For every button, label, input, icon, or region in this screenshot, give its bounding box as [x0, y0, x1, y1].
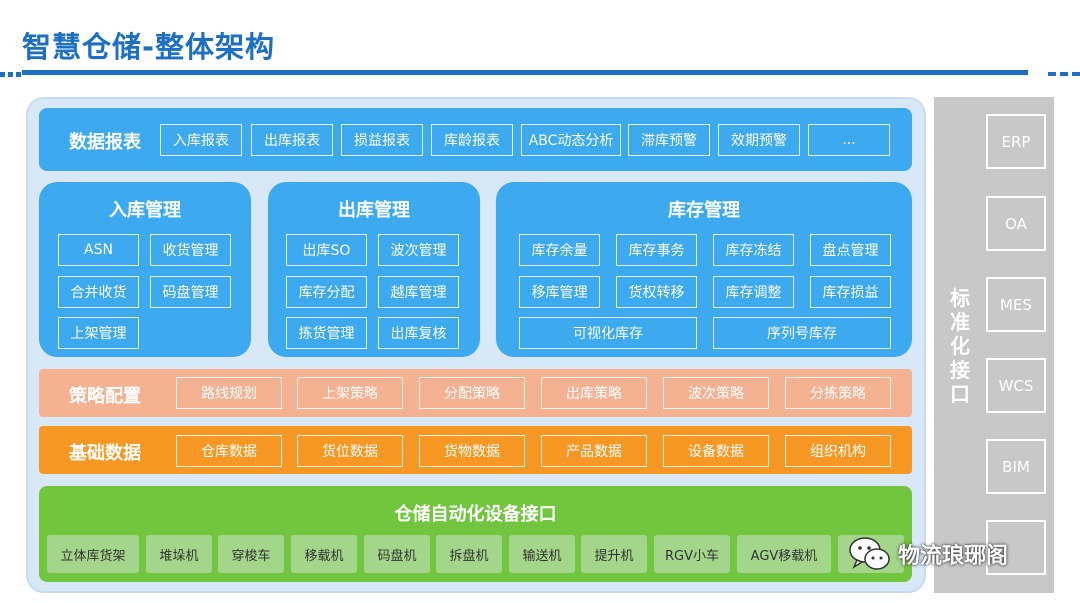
- device-item[interactable]: 码盘机: [364, 535, 430, 573]
- data-report-item[interactable]: 库龄报表: [431, 124, 513, 156]
- device-item[interactable]: 穿梭车: [218, 535, 284, 573]
- outbound-item[interactable]: 出库SO: [286, 234, 367, 266]
- data-report-item[interactable]: 损益报表: [341, 124, 423, 156]
- device-item[interactable]: RGV小车: [654, 535, 730, 573]
- page-title: 智慧仓储-整体架构: [22, 30, 276, 64]
- data-report-band: 数据报表: [39, 108, 912, 171]
- inbound-item[interactable]: 合并收货: [58, 276, 139, 308]
- interface-wcs[interactable]: WCS: [986, 358, 1046, 413]
- inbound-item[interactable]: 上架管理: [58, 317, 139, 349]
- data-report-item[interactable]: ...: [808, 124, 890, 156]
- inventory-item[interactable]: 货权转移: [616, 276, 697, 308]
- interface-erp[interactable]: ERP: [986, 114, 1046, 169]
- inventory-item[interactable]: 盘点管理: [810, 234, 891, 266]
- inventory-item[interactable]: 库存余量: [519, 234, 600, 266]
- inbound-item[interactable]: 码盘管理: [150, 276, 231, 308]
- data-report-item[interactable]: 入库报表: [160, 124, 242, 156]
- outbound-item[interactable]: 库存分配: [286, 276, 367, 308]
- inbound-title: 入库管理: [109, 200, 181, 221]
- basic-data-item[interactable]: 设备数据: [663, 435, 769, 467]
- inbound-item[interactable]: ASN: [58, 234, 139, 266]
- inventory-item[interactable]: 库存损益: [810, 276, 891, 308]
- outbound-item[interactable]: 越库管理: [378, 276, 459, 308]
- basic-data-label: 基础数据: [69, 443, 141, 464]
- inventory-title: 库存管理: [668, 200, 740, 221]
- data-report-item[interactable]: 效期预警: [718, 124, 800, 156]
- basic-data-item[interactable]: 货位数据: [297, 435, 403, 467]
- data-report-item[interactable]: ABC动态分析: [521, 124, 621, 156]
- interface-oa[interactable]: OA: [986, 196, 1046, 251]
- standard-interface-panel: [934, 97, 1054, 593]
- inventory-module: 库存管理: [496, 182, 912, 357]
- device-item[interactable]: 移载机: [291, 535, 357, 573]
- inbound-module: 入库管理: [39, 182, 251, 357]
- strategy-item[interactable]: 分配策略: [419, 377, 525, 409]
- strategy-item[interactable]: 出库策略: [541, 377, 647, 409]
- inventory-item[interactable]: 序列号库存: [713, 317, 891, 349]
- title-rule: [22, 70, 1028, 75]
- device-item[interactable]: 拆盘机: [436, 535, 502, 573]
- interface-blank[interactable]: [986, 520, 1046, 575]
- basic-data-item[interactable]: 货物数据: [419, 435, 525, 467]
- interface-bim[interactable]: BIM: [986, 439, 1046, 494]
- device-item[interactable]: 输送机: [509, 535, 575, 573]
- inventory-item[interactable]: 移库管理: [519, 276, 600, 308]
- basic-data-item[interactable]: 组织机构: [785, 435, 891, 467]
- watermark: 物流琅琊阁: [848, 534, 1008, 574]
- device-item[interactable]: AGV移载机: [737, 535, 831, 573]
- strategy-item[interactable]: 波次策略: [663, 377, 769, 409]
- inventory-item[interactable]: 库存事务: [616, 234, 697, 266]
- strategy-item[interactable]: 分拣策略: [785, 377, 891, 409]
- inventory-item[interactable]: 库存调整: [713, 276, 794, 308]
- strategy-item[interactable]: 路线规划: [176, 377, 282, 409]
- title-rule-dashes-right: [1048, 72, 1080, 76]
- inventory-item[interactable]: 可视化库存: [519, 317, 697, 349]
- strategy-label: 策略配置: [69, 386, 141, 407]
- standard-interface-label: 标准化接口: [950, 286, 970, 406]
- basic-data-item[interactable]: 产品数据: [541, 435, 647, 467]
- title-rule-dashes-left: [0, 72, 21, 77]
- device-item[interactable]: 立体库货架: [47, 535, 139, 573]
- device-item[interactable]: 提升机: [581, 535, 647, 573]
- outbound-item[interactable]: 出库复核: [378, 317, 459, 349]
- wechat-icon: [849, 537, 890, 570]
- inventory-item[interactable]: 库存冻结: [713, 234, 794, 266]
- device-interface-title: 仓储自动化设备接口: [394, 504, 557, 525]
- watermark-text: 物流琅琊阁: [898, 544, 1009, 569]
- basic-data-item[interactable]: 仓库数据: [176, 435, 282, 467]
- data-report-label: 数据报表: [69, 132, 141, 153]
- device-item[interactable]: 堆垛机: [146, 535, 212, 573]
- interface-mes[interactable]: MES: [986, 277, 1046, 332]
- strategy-item[interactable]: 上架策略: [297, 377, 403, 409]
- outbound-title: 出库管理: [338, 200, 410, 221]
- data-report-item[interactable]: 出库报表: [251, 124, 333, 156]
- outbound-item[interactable]: 波次管理: [378, 234, 459, 266]
- inbound-item[interactable]: 收货管理: [150, 234, 231, 266]
- outbound-module: 出库管理: [268, 182, 480, 357]
- data-report-item[interactable]: 滞库预警: [628, 124, 710, 156]
- outbound-item[interactable]: 拣货管理: [286, 317, 367, 349]
